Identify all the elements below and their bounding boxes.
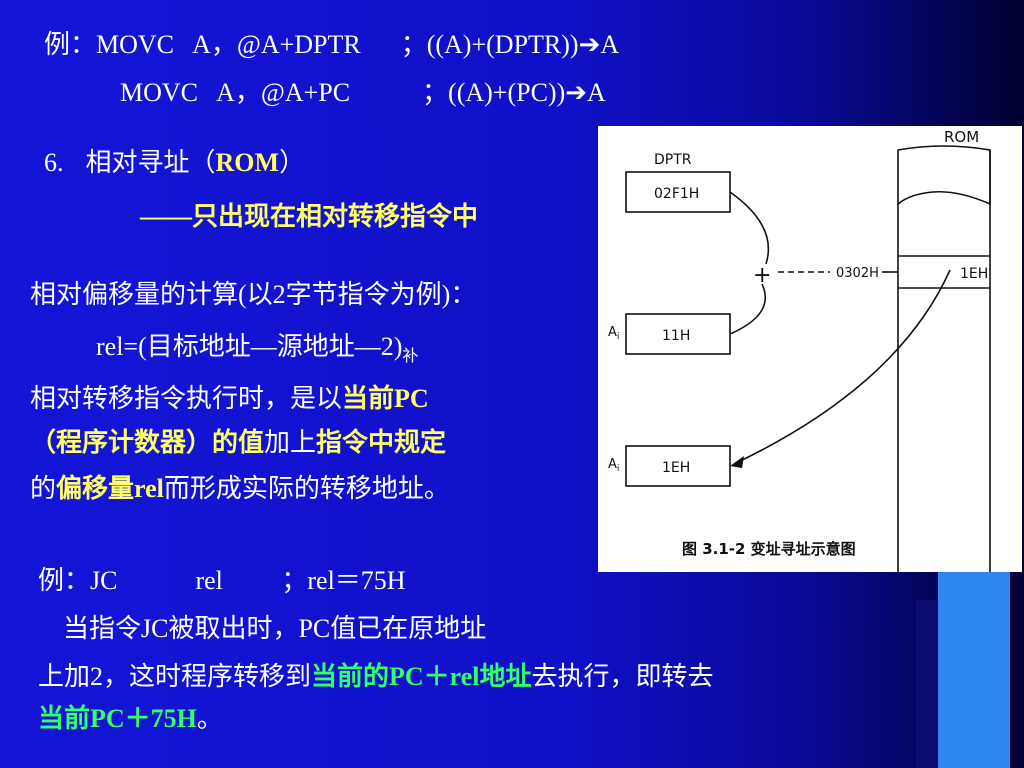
example2-line1: 例：JC rel ；rel＝75H	[38, 566, 406, 595]
arrow-target: A	[600, 30, 620, 59]
a1-label: Ai	[608, 325, 619, 342]
highlight-current-pc: 当前PC	[342, 384, 429, 413]
explain-text: 加上	[264, 428, 317, 457]
example-label: 例：	[44, 30, 97, 59]
comment-text: ；((A)+(DPTR))	[400, 30, 579, 59]
title-suffix: ）	[279, 148, 306, 177]
instruction-text: MOVC A，@A+PC	[120, 78, 351, 107]
decorative-blue-bar	[938, 570, 1010, 768]
arrow-head-icon	[730, 456, 744, 468]
example1-line2: MOVC A，@A+PC ；((A)+(PC))➔A	[120, 78, 606, 108]
explain-text: 相对转移指令执行时，是以	[30, 384, 343, 413]
highlight-pc-value: （程序计数器）的值	[30, 428, 265, 457]
dptr-value: 02F1H	[654, 186, 699, 202]
address-value: 0302H	[836, 266, 879, 281]
explain-text: 而形成实际的转移地址。	[163, 474, 450, 503]
addressing-diagram: ROM 1EH DPTR 02F1H Ai 11H Ai 1EH + 0302H…	[598, 126, 1022, 572]
example2-line4: 当前PC＋75H。	[38, 704, 223, 734]
arrow-target: A	[587, 78, 606, 107]
highlight-instruction: 指令中规定	[316, 428, 447, 457]
comment-text: ；((A)+(PC))	[422, 78, 566, 107]
title-prefix: 相对寻址（	[85, 148, 216, 177]
decorative-shadow-bar	[916, 600, 938, 768]
highlight-rel: 偏移量rel	[56, 474, 164, 503]
example2-line2: 当指令JC被取出时，PC值已在原地址	[50, 614, 487, 643]
rel-formula: rel=(目标地址—源地址—2)补	[96, 332, 418, 372]
right-arrow-icon: ➔	[565, 78, 588, 107]
rel-heading: 相对偏移量的计算(以2字节指令为例)：	[30, 280, 477, 309]
a1-to-adder-line	[729, 283, 767, 335]
highlight-pc-plus-75h: 当前PC＋75H	[38, 704, 197, 733]
title-rom: ROM	[215, 148, 280, 177]
formula-subscript: 补	[402, 348, 419, 365]
a2-value: 1EH	[662, 460, 690, 476]
explain-line2: （程序计数器）的值加上指令中规定	[30, 428, 446, 458]
section-title: 6. 相对寻址（ROM）	[44, 148, 305, 178]
section-number: 6.	[44, 148, 64, 177]
figure-caption: 图 3.1-2 变址寻址示意图	[682, 540, 856, 558]
dptr-to-adder-line	[729, 191, 770, 265]
explain-line1: 相对转移指令执行时，是以当前PC	[30, 384, 429, 414]
adder-plus-icon: +	[753, 263, 771, 288]
explain-text: 的	[30, 474, 57, 503]
explain-line3: 的偏移量rel而形成实际的转移地址。	[30, 474, 450, 504]
rom-top-shape	[897, 145, 991, 206]
example-text: 上加2，这时程序转移到	[38, 662, 312, 691]
right-arrow-icon: ➔	[578, 30, 601, 59]
example1-line1: 例：MOVC A，@A+DPTR ；((A)+(DPTR))➔A	[44, 30, 619, 60]
section-subtitle: ——只出现在相对转移指令中	[140, 202, 479, 231]
a2-label: Ai	[608, 457, 619, 474]
example-text: 。	[196, 704, 223, 733]
dptr-label: DPTR	[654, 152, 692, 168]
example-text: 去执行，即转去	[531, 662, 714, 691]
highlight-target-address: 当前的PC＋rel地址	[311, 662, 532, 691]
diagram-svg: ROM 1EH DPTR 02F1H Ai 11H Ai 1EH + 0302H…	[608, 128, 991, 572]
rom-cell-value: 1EH	[960, 266, 988, 282]
rom-to-a2-curve	[733, 269, 951, 465]
formula-text: rel=(目标地址—源地址—2)	[96, 332, 403, 361]
rom-label: ROM	[944, 128, 979, 146]
instruction-text: MOVC A，@A+DPTR	[96, 30, 361, 59]
example2-line3: 上加2，这时程序转移到当前的PC＋rel地址去执行，即转去	[38, 662, 714, 692]
a1-value: 11H	[662, 328, 690, 344]
